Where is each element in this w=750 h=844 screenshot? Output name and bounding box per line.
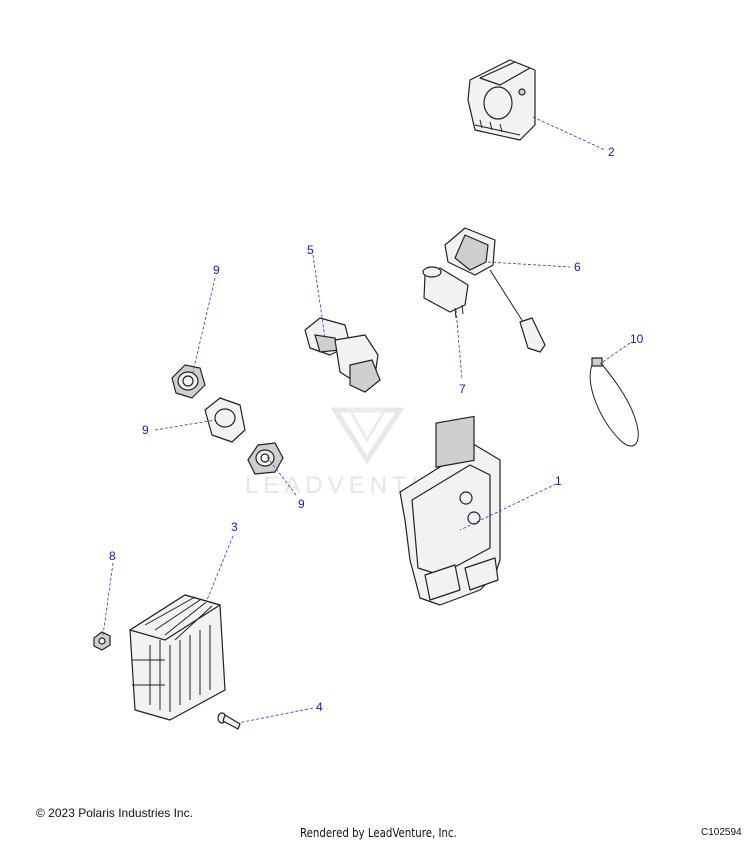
copyright-text: © 2023 Polaris Industries Inc. — [36, 806, 193, 820]
part-5-ignition-switch — [304, 317, 381, 393]
part-2-sensor-housing — [467, 59, 536, 141]
part-9-nut-upper — [171, 364, 206, 399]
part-8-nut — [93, 631, 111, 651]
part-9-bezel-middle — [204, 397, 246, 443]
part-1-ecu — [399, 415, 501, 606]
callout-3: 3 — [231, 520, 238, 534]
diagram-code: C102594 — [701, 827, 742, 838]
part-10-cable-tie — [589, 357, 639, 447]
part-7-relay — [422, 266, 469, 319]
leader-lines — [102, 116, 631, 724]
callout-7: 7 — [459, 382, 466, 396]
callout-1: 1 — [555, 474, 562, 488]
callout-6: 6 — [574, 260, 581, 274]
part-6-connector — [444, 227, 546, 353]
callout-9-middle: 9 — [142, 423, 149, 437]
part-9-nut-lower — [247, 442, 284, 475]
callout-5: 5 — [307, 243, 314, 257]
callout-2: 2 — [608, 145, 615, 159]
callout-4: 4 — [316, 700, 323, 714]
callout-10: 10 — [630, 332, 644, 346]
callout-9-upper: 9 — [213, 263, 220, 277]
callout-numbers: 2 6 7 5 9 9 9 10 1 3 8 4 — [109, 145, 644, 714]
part-4-screw — [217, 712, 241, 730]
rendered-by-text: Rendered by LeadVenture, Inc. — [300, 826, 457, 840]
callout-8: 8 — [109, 549, 116, 563]
callout-9-lower: 9 — [298, 497, 305, 511]
part-3-regulator — [129, 594, 226, 721]
